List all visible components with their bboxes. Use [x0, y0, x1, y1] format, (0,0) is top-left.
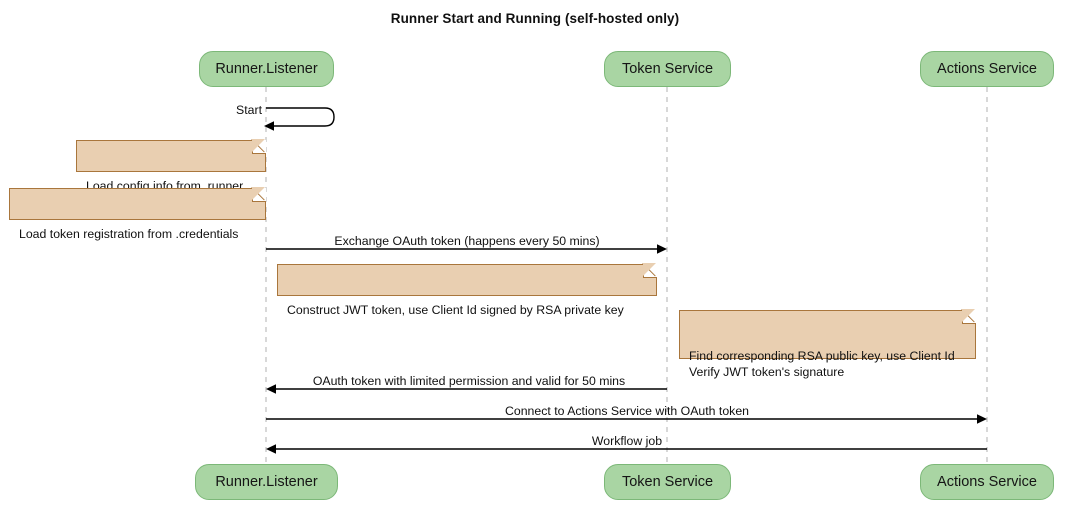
note-load-config-info: Load config info from .runner — [76, 139, 266, 193]
participant-label: Runner.Listener — [215, 61, 318, 77]
message-arrow-connect-actions-service — [266, 414, 987, 424]
message-label-start: Start — [236, 103, 262, 117]
note-fold-icon — [252, 187, 266, 202]
message-arrow-workflow-job — [266, 444, 987, 454]
note-fold-icon — [252, 139, 266, 154]
message-arrow-oauth-token-return — [266, 384, 667, 394]
page-title: Runner Start and Running (self-hosted on… — [390, 11, 680, 26]
note-fold-icon — [962, 309, 976, 324]
participant-label: Actions Service — [937, 474, 1037, 490]
message-label-exchange-oauth-token: Exchange OAuth token (happens every 50 m… — [334, 234, 600, 248]
participant-actions-service-top[interactable]: Actions Service — [920, 51, 1054, 87]
participant-label: Token Service — [621, 474, 714, 490]
note-construct-jwt-token: Construct JWT token, use Client Id signe… — [277, 263, 657, 317]
participant-token-service-top[interactable]: Token Service — [604, 51, 731, 87]
lifelines — [265, 87, 988, 464]
message-label-workflow-job: Workflow job — [591, 434, 663, 448]
note-text: Load token registration from .credential… — [19, 227, 239, 241]
participant-runner-listener-bottom[interactable]: Runner.Listener — [195, 464, 338, 500]
participant-label: Actions Service — [937, 61, 1037, 77]
participant-actions-service-bottom[interactable]: Actions Service — [920, 464, 1054, 500]
note-load-token-registration: Load token registration from .credential… — [9, 187, 266, 241]
participant-label: Runner.Listener — [215, 474, 318, 490]
note-fold-icon — [643, 263, 657, 278]
message-arrow-exchange-oauth-token — [266, 244, 667, 254]
message-label-oauth-token-return: OAuth token with limited permission and … — [312, 374, 626, 388]
participant-token-service-bottom[interactable]: Token Service — [604, 464, 731, 500]
message-label-connect-actions-service: Connect to Actions Service with OAuth to… — [504, 404, 750, 418]
participant-runner-listener-top[interactable]: Runner.Listener — [199, 51, 334, 87]
participant-label: Token Service — [621, 61, 714, 77]
note-text: Find corresponding RSA public key, use C… — [689, 349, 955, 379]
note-find-rsa-public-key: Find corresponding RSA public key, use C… — [679, 309, 976, 379]
message-arrow-start — [264, 107, 335, 131]
note-text: Construct JWT token, use Client Id signe… — [287, 303, 624, 317]
